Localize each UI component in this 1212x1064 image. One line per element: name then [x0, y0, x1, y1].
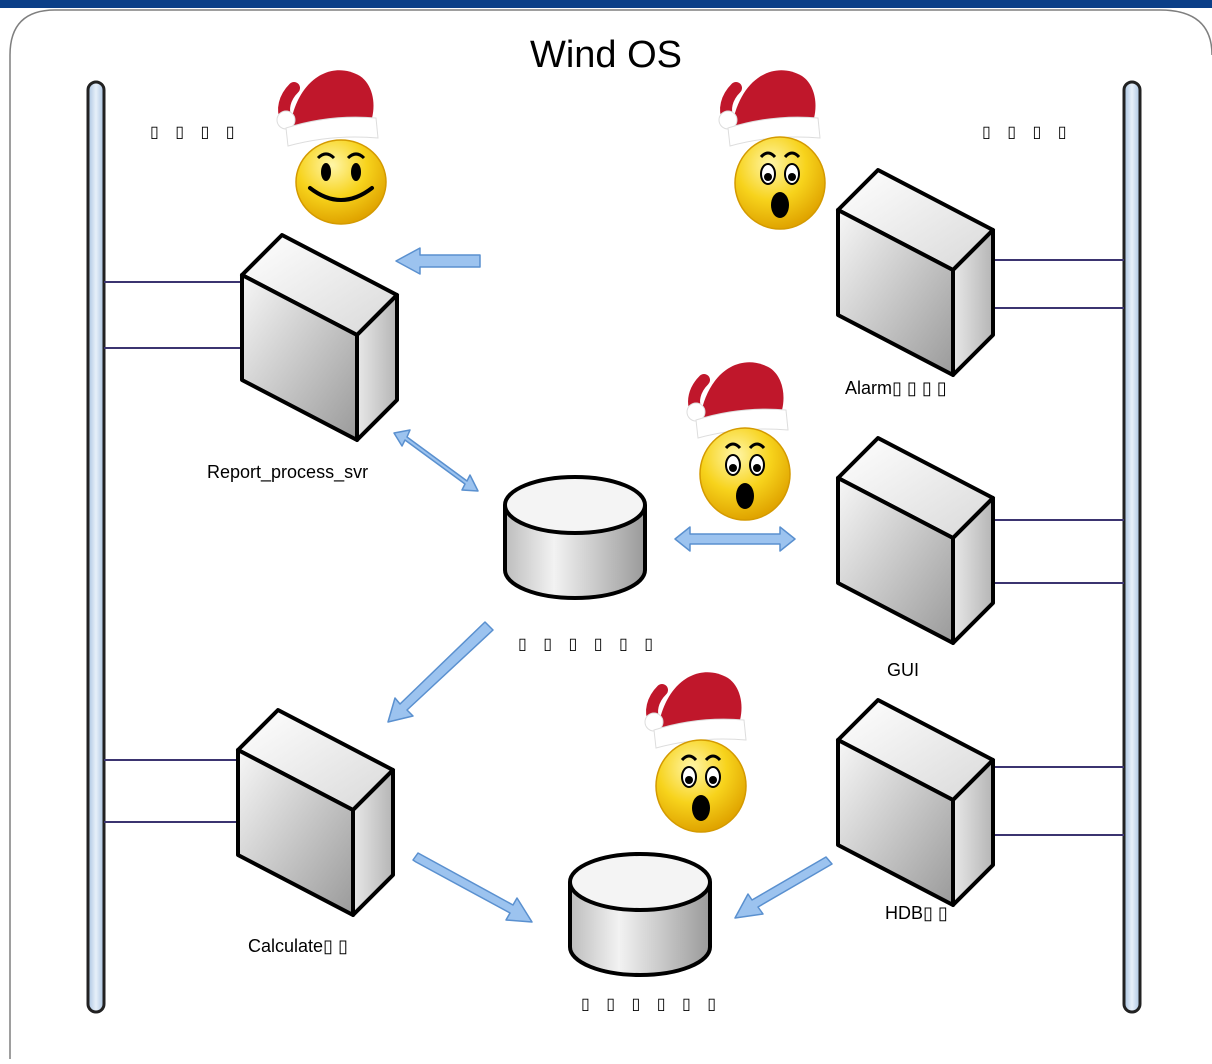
- report-server-icon: [240, 233, 399, 442]
- arrow-hdb-db: [734, 856, 833, 919]
- bus-links: [104, 259, 1124, 836]
- alarm-server-icon: [836, 168, 995, 377]
- arrow-report-db: [393, 429, 479, 492]
- smiley-surprised-icon: [733, 135, 827, 231]
- report-server-label: Report_process_svr: [207, 462, 369, 482]
- right-bus: [1122, 80, 1142, 1014]
- hdb-server-icon: [836, 698, 995, 907]
- left-bus-label: ▯ ▯ ▯ ▯: [150, 124, 241, 141]
- arrow-db-calc: [387, 621, 494, 723]
- santa-hat-icon: [645, 672, 746, 748]
- santa-hat-icon: [719, 70, 820, 146]
- left-bus: [86, 80, 106, 1014]
- smiley-surprised-icon: [698, 426, 792, 522]
- arrow-left-to-report: [395, 247, 481, 275]
- slide-frame: [9, 9, 1212, 1059]
- right-bus-label: ▯ ▯ ▯ ▯: [982, 124, 1073, 141]
- santa-hat-icon: [277, 70, 378, 146]
- center-database-label: ▯ ▯ ▯ ▯ ▯ ▯: [518, 636, 660, 653]
- center-database-icon: [503, 475, 647, 600]
- bottom-database-icon: [568, 852, 712, 977]
- title-bar-fragment: [0, 0, 1212, 8]
- calc-server-label: Calculate▯ ▯: [248, 936, 348, 956]
- gui-server-label: GUI: [887, 660, 920, 680]
- smiley-happy-icon: [294, 138, 388, 226]
- flow-arrows: [387, 247, 833, 923]
- gui-server-icon: [836, 436, 995, 645]
- arrow-db-gui: [674, 526, 796, 552]
- alarm-server-label: Alarm▯ ▯ ▯ ▯: [845, 378, 947, 398]
- santa-hat-icon: [687, 362, 788, 438]
- bottom-database-label: ▯ ▯ ▯ ▯ ▯ ▯: [581, 996, 723, 1013]
- hdb-server-label: HDB▯ ▯: [885, 903, 948, 923]
- diagram-title: Wind OS: [529, 34, 683, 76]
- smiley-surprised-icon: [654, 738, 748, 834]
- arrow-calc-db: [412, 852, 533, 923]
- calc-server-icon: [236, 708, 395, 917]
